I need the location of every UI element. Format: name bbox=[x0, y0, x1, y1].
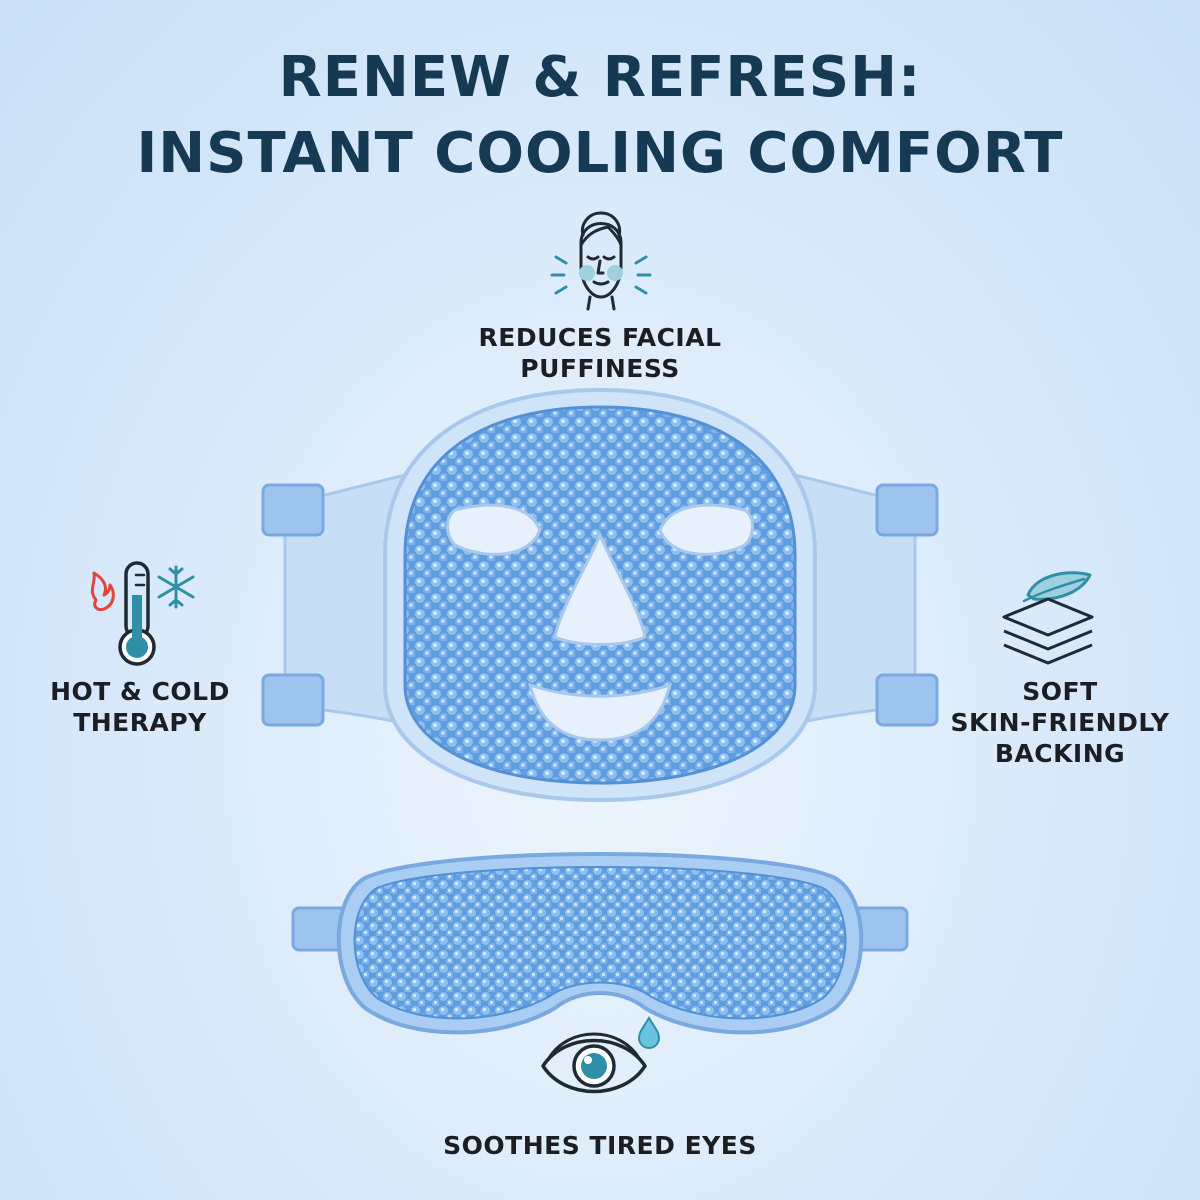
eye-mask-image bbox=[291, 852, 909, 1035]
backing-line-2: SKIN-FRIENDLY bbox=[950, 708, 1170, 737]
feature-label-eyes: SOOTHES TIRED EYES bbox=[300, 1130, 900, 1161]
feature-label-puffiness: REDUCES FACIAL PUFFINESS bbox=[400, 322, 800, 384]
therapy-line-1: HOT & COLD bbox=[50, 677, 230, 706]
face-mask-image bbox=[261, 387, 939, 803]
therapy-line-2: THERAPY bbox=[73, 708, 207, 737]
feather-layers-icon bbox=[998, 565, 1098, 670]
thermometer-icon bbox=[78, 555, 198, 670]
puffiness-line-2: PUFFINESS bbox=[520, 354, 680, 383]
headline: RENEW & REFRESH: INSTANT COOLING COMFORT bbox=[0, 40, 1200, 192]
feature-label-therapy: HOT & COLD THERAPY bbox=[20, 676, 260, 738]
headline-line-1: RENEW & REFRESH: bbox=[278, 45, 922, 110]
headline-line-2: INSTANT COOLING COMFORT bbox=[136, 121, 1064, 186]
puffiness-line-1: REDUCES FACIAL bbox=[478, 323, 722, 352]
backing-line-3: BACKING bbox=[994, 739, 1126, 768]
backing-line-1: SOFT bbox=[1022, 677, 1098, 706]
eye-icon bbox=[535, 1010, 665, 1105]
eyes-line-1: SOOTHES TIRED EYES bbox=[443, 1131, 757, 1160]
feature-label-backing: SOFT SKIN-FRIENDLY BACKING bbox=[935, 676, 1185, 769]
face-icon bbox=[536, 205, 666, 315]
